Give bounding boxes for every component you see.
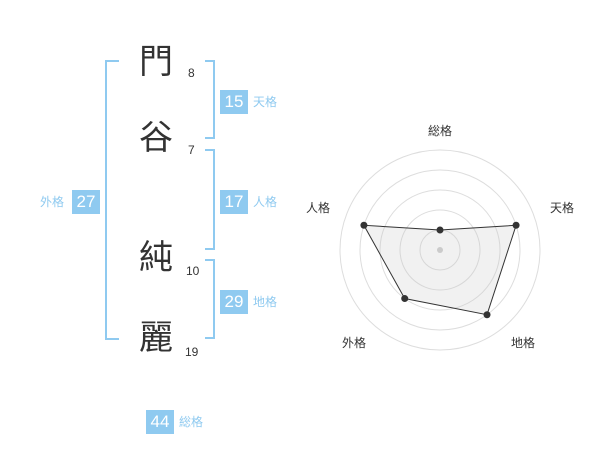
radar-ring-2	[359, 169, 521, 331]
radar-axis-label-gaikaku: 外格	[342, 335, 366, 350]
radar-point-jinkaku	[360, 221, 368, 229]
radar-ring-4	[399, 209, 481, 291]
jinkaku-score: 17	[220, 190, 248, 214]
radar-ring-1	[339, 149, 541, 351]
radar-axis-label-chikaku: 地格	[511, 335, 535, 350]
radar-axis-label-soukaku: 総格	[428, 123, 452, 138]
name-char-2: 谷	[139, 118, 173, 158]
name-char-4: 麗	[139, 318, 173, 358]
gaikaku-bracket	[105, 60, 119, 340]
radar-axis-label-jinkaku: 人格	[306, 200, 330, 215]
gaikaku-score: 27	[72, 190, 100, 214]
chikaku-label: 地格	[253, 295, 278, 309]
name-char-1: 門	[139, 42, 173, 82]
jinkaku-label: 人格	[253, 195, 278, 209]
stroke-count-4: 19	[185, 345, 199, 359]
chikaku-score: 29	[220, 290, 248, 314]
soukaku-label: 総格	[179, 415, 204, 429]
tenkaku-score: 15	[220, 90, 248, 114]
stroke-count-1: 8	[188, 66, 195, 80]
radar-point-tenkaku	[512, 221, 520, 229]
stroke-count-3: 10	[186, 264, 200, 278]
radar-point-chikaku	[483, 311, 491, 319]
stroke-count-2: 7	[188, 143, 195, 157]
name-char-3: 純	[139, 238, 173, 278]
radar-shape	[363, 224, 517, 316]
gaikaku-label: 外格	[40, 195, 65, 209]
radar-axis-label-tenkaku: 天格	[550, 200, 574, 215]
radar-point-gaikaku	[401, 295, 409, 303]
tenkaku-bracket	[205, 60, 215, 139]
chikaku-bracket	[205, 259, 215, 339]
soukaku-score: 44	[146, 410, 174, 434]
radar-center-dot	[437, 247, 443, 253]
tenkaku-label: 天格	[253, 95, 278, 109]
jinkaku-bracket	[205, 149, 215, 250]
radar-point-soukaku	[436, 226, 444, 234]
radar-ring-3	[379, 189, 501, 311]
